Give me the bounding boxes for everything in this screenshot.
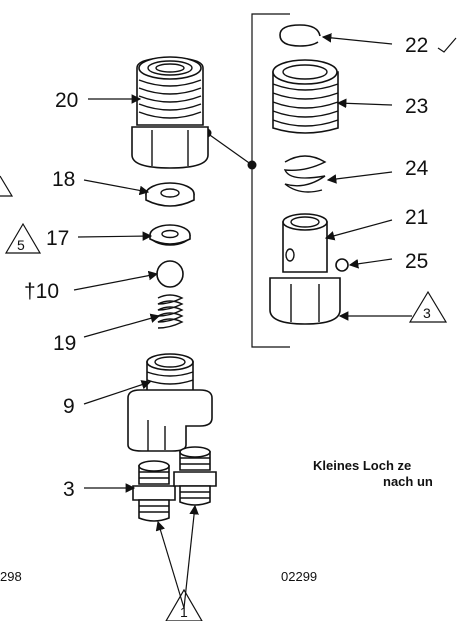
leader-1b xyxy=(183,504,199,609)
part-10-ball xyxy=(156,260,184,288)
svg-text:3: 3 xyxy=(423,305,431,321)
checkmark-22 xyxy=(437,37,457,53)
warning-triangle-3: 3 xyxy=(408,290,448,323)
warning-triangle-edge xyxy=(0,175,14,197)
leader-25 xyxy=(348,258,393,269)
subassembly-connector xyxy=(206,132,253,166)
part-3-nipple-left xyxy=(132,460,176,522)
leader-24 xyxy=(326,171,393,184)
part-22-snap-ring xyxy=(279,24,321,47)
part-17-seal xyxy=(149,224,191,246)
callout-23: 23 xyxy=(405,95,428,118)
callout-18: 18 xyxy=(52,168,75,191)
svg-text:5: 5 xyxy=(17,237,25,253)
leader-19 xyxy=(83,313,161,338)
part-23-sleeve xyxy=(272,59,339,134)
part-25-ball xyxy=(335,258,349,272)
callout-24: 24 xyxy=(405,157,429,180)
callout-19: 19 xyxy=(53,332,76,355)
part-9-housing xyxy=(127,353,213,452)
warning-triangle-5: 5 xyxy=(4,222,42,254)
part-20-fitting xyxy=(131,56,209,169)
leader-22 xyxy=(321,33,393,45)
part-24-spring xyxy=(283,155,327,193)
leader-18 xyxy=(83,179,150,196)
callout-17: 17 xyxy=(46,227,69,250)
leader-23 xyxy=(336,98,393,109)
leader-1a xyxy=(155,520,185,609)
callout-9: 9 xyxy=(63,395,75,418)
connector-dot-right xyxy=(247,160,257,170)
part-21-cylinder xyxy=(269,213,341,325)
callout-25: 25 xyxy=(405,250,428,273)
part-18-washer xyxy=(145,182,195,207)
callout-21: 21 xyxy=(405,206,428,229)
callout-3: 3 xyxy=(63,478,75,501)
part-19-spring xyxy=(157,294,184,329)
warning-triangle-1: 1 xyxy=(165,588,203,621)
callout-10: †10 xyxy=(24,280,59,303)
callout-20: 20 xyxy=(55,89,78,112)
leader-10 xyxy=(73,270,159,291)
subassembly-bracket xyxy=(251,13,290,348)
figure-id-left: 298 xyxy=(0,569,22,584)
leader-17 xyxy=(77,231,153,241)
leader-21 xyxy=(324,219,393,241)
leader-9 xyxy=(83,380,152,405)
note-line-2: nach un xyxy=(383,474,433,489)
part-3-nipple-right xyxy=(173,446,217,506)
note-line-1: Kleines Loch ze xyxy=(313,458,411,473)
callout-22: 22 xyxy=(405,34,428,57)
svg-text:1: 1 xyxy=(180,604,188,620)
figure-id-right: 02299 xyxy=(281,569,317,584)
